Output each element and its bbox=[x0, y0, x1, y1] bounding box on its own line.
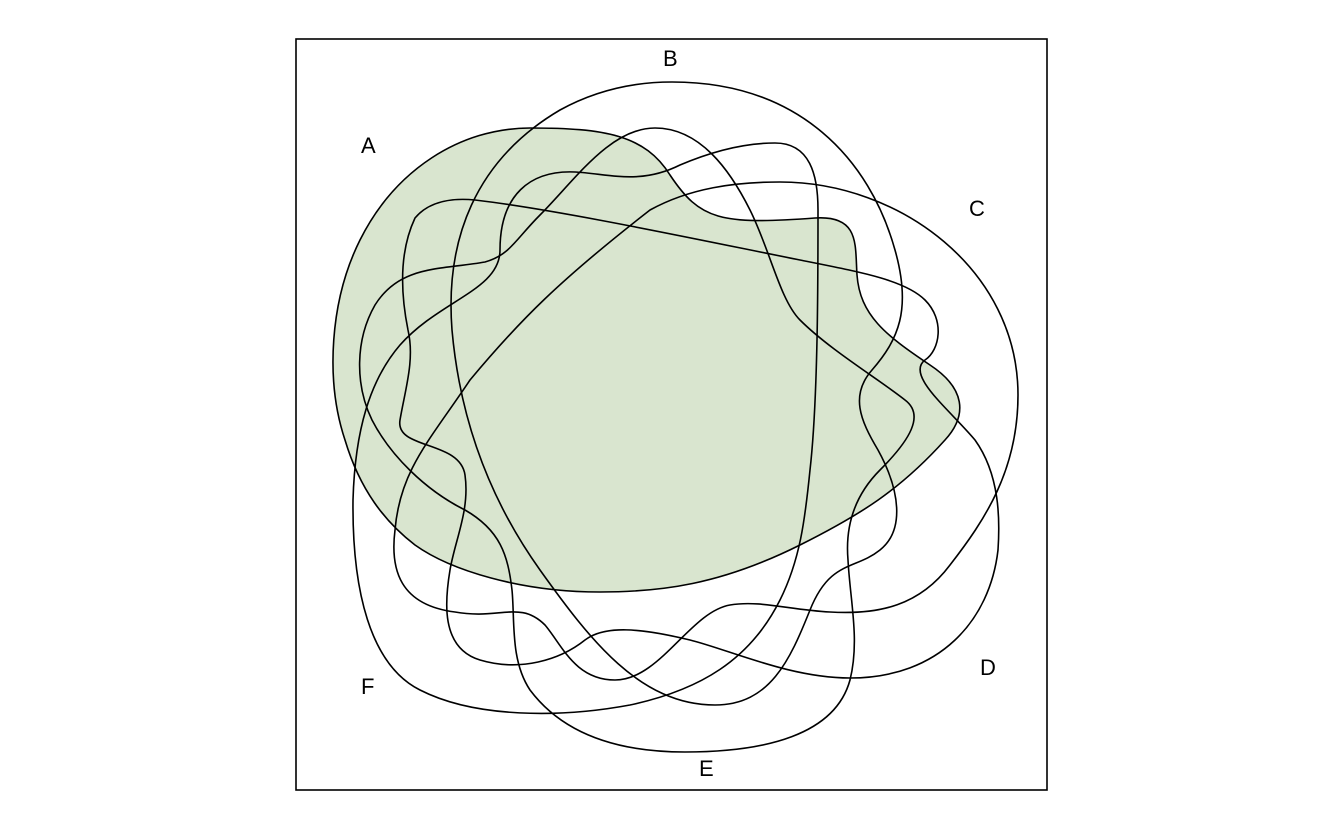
set-e-outline bbox=[358, 127, 915, 753]
set-a-region bbox=[333, 128, 960, 592]
set-c-outline bbox=[393, 181, 1019, 681]
diagram-frame bbox=[295, 38, 1048, 791]
set-b-outline bbox=[450, 81, 904, 706]
set-label-d: D bbox=[980, 655, 996, 680]
set-label-a: A bbox=[361, 133, 376, 158]
set-label-b: B bbox=[663, 46, 678, 71]
set-a-outline bbox=[332, 127, 961, 593]
set-f-outline bbox=[352, 142, 819, 715]
set-label-e: E bbox=[699, 756, 714, 781]
set-d-outline bbox=[399, 198, 1000, 679]
set-label-c: C bbox=[969, 196, 985, 221]
set-label-f: F bbox=[361, 674, 374, 699]
